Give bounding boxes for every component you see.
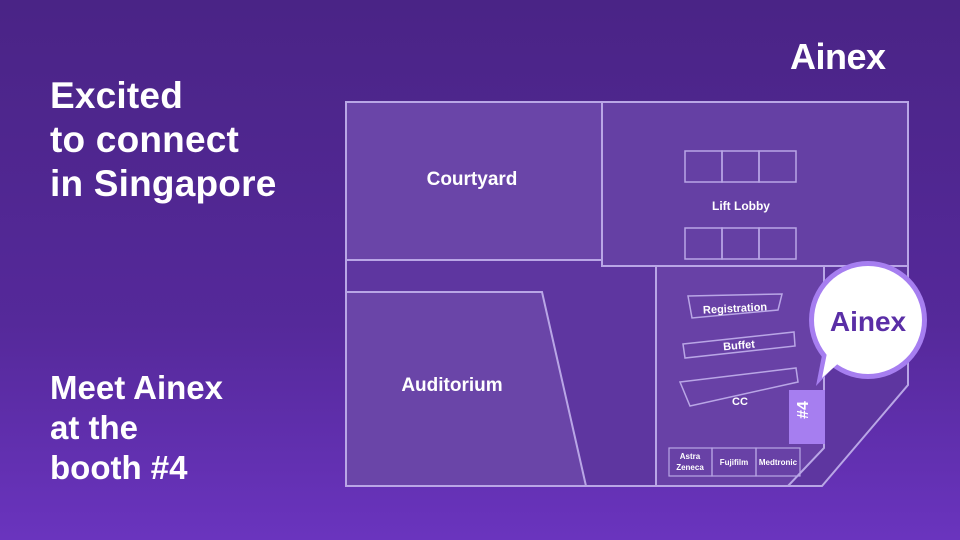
fujifilm-label: Fujifilm — [720, 458, 748, 467]
ainex-logo: Ainex — [790, 36, 886, 77]
astrazeneca-label-line1: Astra — [680, 452, 701, 461]
registration-desk — [687, 293, 783, 319]
headline: Excited to connect in Singapore — [50, 74, 276, 206]
exhibition-hall — [655, 265, 825, 487]
booth-callout: Meet Ainex at the booth #4 — [50, 368, 223, 488]
headline-line-3: in Singapore — [50, 163, 277, 204]
cc-area — [678, 367, 799, 407]
headline-line-1: Excited — [50, 75, 184, 116]
headline-line-2: to connect — [50, 119, 240, 160]
ainex-badge-text: Ainex — [830, 306, 907, 337]
booth-4-label: #4 — [795, 401, 812, 419]
registration-label: Registration — [703, 301, 768, 316]
courtyard-label: Courtyard — [427, 169, 518, 190]
subline-line-1: Meet Ainex — [50, 369, 223, 406]
exhibitor-booths — [668, 447, 801, 477]
buffet-label: Buffet — [723, 339, 756, 354]
lift-shafts-bottom — [684, 227, 797, 260]
subline-line-2: at the — [50, 409, 139, 446]
courtyard-room — [345, 101, 603, 261]
auditorium-room — [345, 291, 588, 487]
lift-lobby-area — [601, 101, 909, 267]
auditorium-label: Auditorium — [401, 375, 502, 396]
medtronic-label: Medtronic — [759, 458, 798, 467]
lift-lobby-label: Lift Lobby — [712, 199, 770, 213]
cc-label: CC — [732, 396, 748, 408]
ainex-badge: Ainex — [809, 261, 927, 386]
booth-4-highlight — [789, 390, 825, 444]
astrazeneca-label-line2: Zeneca — [676, 463, 704, 472]
subline-line-3: booth #4 — [50, 449, 188, 486]
buffet-area — [682, 331, 796, 359]
lift-shafts-top — [684, 150, 797, 183]
